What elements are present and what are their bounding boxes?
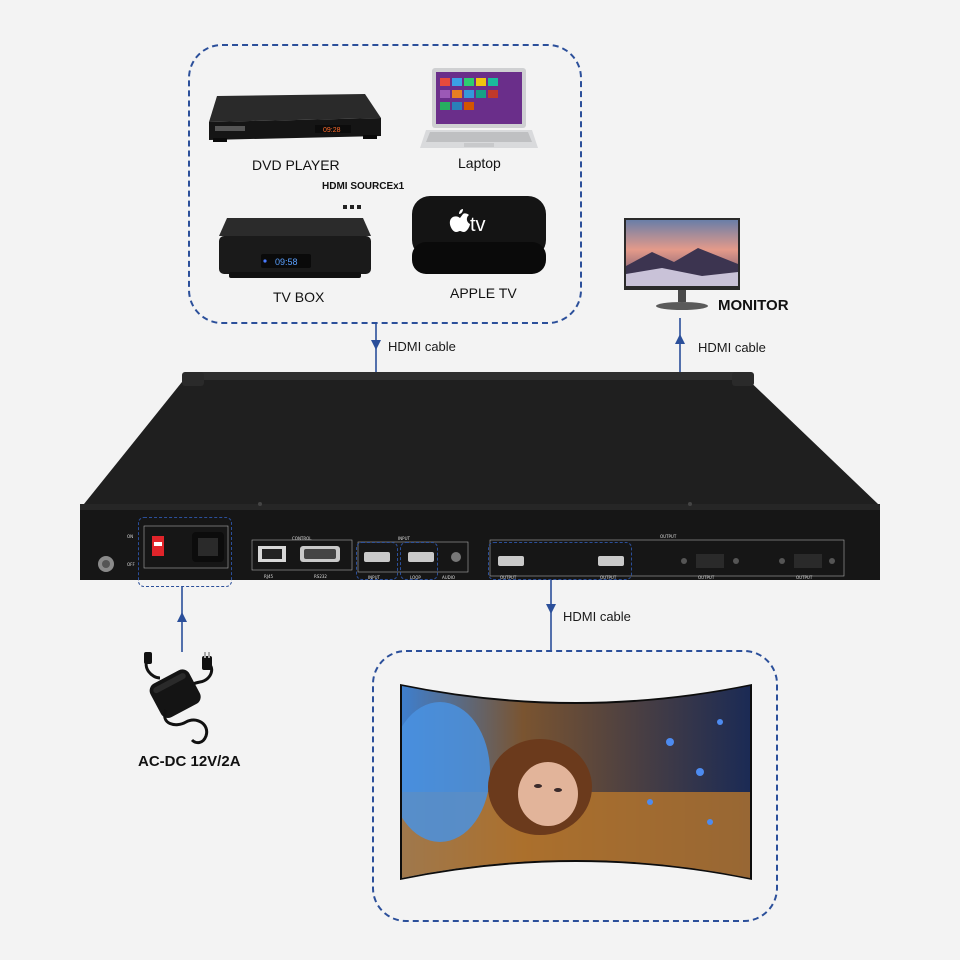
- dvd-display-text: 09:28: [323, 127, 341, 134]
- power-port-highlight: [138, 517, 232, 587]
- output-port-highlight: [488, 542, 632, 580]
- tv-box-label: TV BOX: [273, 289, 325, 305]
- input-port-highlight: [356, 542, 398, 580]
- source-arrow-icon: [371, 340, 381, 350]
- monitor-cable-label: HDMI cable: [698, 340, 766, 355]
- monitor-image: [624, 218, 740, 310]
- power-adapter-image: [144, 652, 214, 745]
- output3-port-label: OUTPUT: [698, 575, 715, 580]
- control-section-label: CONTROL: [292, 536, 312, 541]
- monitor-arrow-icon: [675, 334, 685, 344]
- tvbox-clock-text: 09:58: [275, 257, 298, 267]
- input-port-label: INPUT: [368, 575, 380, 580]
- hdmi-source-label: HDMI SOURCEx1: [322, 181, 405, 192]
- output-display-frame: [372, 650, 778, 922]
- output-cable-label: HDMI cable: [563, 609, 631, 624]
- output-section-label: OUTPUT: [660, 534, 677, 539]
- on-label: ON: [127, 534, 134, 539]
- power-adapter-label: AC-DC 12V/2A: [138, 753, 241, 770]
- monitor-label: MONITOR: [718, 297, 789, 314]
- rs232-port-label: RS232: [314, 574, 327, 579]
- loop-port-highlight: [400, 542, 438, 580]
- laptop-image: [420, 68, 538, 148]
- curved-video-wall-image: [400, 684, 752, 880]
- source-cable-label: HDMI cable: [388, 339, 456, 354]
- output1-port-label: OUTPUT: [500, 575, 517, 580]
- dvd-player-image: 09:28: [209, 94, 381, 142]
- ellipsis-dots: [343, 196, 361, 214]
- tv-box-image: 09:58: [219, 218, 371, 278]
- laptop-label: Laptop: [458, 155, 501, 171]
- output2-port-label: OUTPUT: [600, 575, 617, 580]
- rj45-port-label: RJ45: [264, 574, 274, 579]
- off-label: OFF: [127, 562, 135, 567]
- loop-port-label: LOOP: [410, 575, 421, 580]
- power-arrow-icon: [177, 612, 187, 622]
- audio-port-label: AUDIO: [442, 575, 456, 580]
- apple-tv-label: APPLE TV: [450, 285, 517, 301]
- apple-tv-image: tv: [412, 196, 546, 274]
- apple-logo-icon: [449, 213, 470, 232]
- dvd-player-label: DVD PLAYER: [252, 157, 340, 173]
- apple-tv-brand-text: tv: [470, 214, 486, 236]
- output-arrow-icon: [546, 604, 556, 614]
- source-group-frame: [188, 44, 582, 324]
- video-wall-controller: [80, 372, 880, 580]
- output4-port-label: OUTPUT: [796, 575, 813, 580]
- input-section-label: INPUT: [398, 536, 410, 541]
